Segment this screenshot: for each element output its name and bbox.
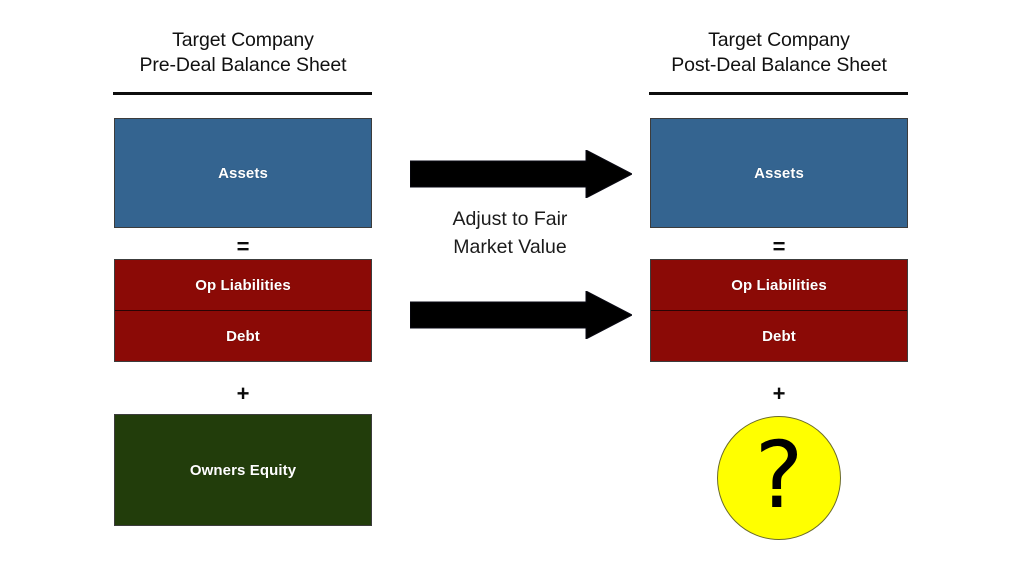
post-deal-title: Target Company Post-Deal Balance Sheet xyxy=(649,28,909,78)
pre-deal-equals-symbol: = xyxy=(236,234,250,259)
adjust-arrow-bottom xyxy=(410,291,632,339)
post-deal-liabilities-stack: Op Liabilities Debt xyxy=(650,259,908,362)
arrow-right-icon xyxy=(410,291,632,339)
pre-deal-title: Target Company Pre-Deal Balance Sheet xyxy=(113,28,373,78)
pre-deal-plus-symbol: + xyxy=(236,381,250,406)
post-deal-op-liabilities-label: Op Liabilities xyxy=(731,276,827,294)
post-deal-title-line1: Target Company xyxy=(708,29,850,51)
post-deal-debt-label: Debt xyxy=(762,327,796,345)
adjust-caption: Adjust to Fair Market Value xyxy=(380,205,640,261)
pre-deal-owners-equity-label: Owners Equity xyxy=(189,461,297,479)
pre-deal-title-line2: Pre-Deal Balance Sheet xyxy=(139,54,347,76)
pre-deal-owners-equity-box: Owners Equity xyxy=(114,414,372,526)
pre-deal-debt-cell: Debt xyxy=(115,310,371,361)
adjust-caption-line2: Market Value xyxy=(453,236,567,258)
post-deal-title-line2: Post-Deal Balance Sheet xyxy=(671,54,887,76)
pre-deal-title-underline xyxy=(113,92,372,95)
post-deal-equals-symbol: = xyxy=(772,234,786,259)
pre-deal-liabilities-stack: Op Liabilities Debt xyxy=(114,259,372,362)
pre-deal-assets-box: Assets xyxy=(114,118,372,228)
post-deal-op-liabilities-cell: Op Liabilities xyxy=(651,260,907,310)
post-deal-debt-cell: Debt xyxy=(651,310,907,361)
pre-deal-op-liabilities-label: Op Liabilities xyxy=(195,276,291,294)
arrow-right-icon xyxy=(410,150,632,198)
adjust-caption-line1: Adjust to Fair xyxy=(452,208,568,230)
pre-deal-assets-label: Assets xyxy=(218,165,268,182)
post-deal-title-underline xyxy=(649,92,908,95)
post-deal-plus-symbol: + xyxy=(772,381,786,406)
adjust-arrow-top xyxy=(410,150,632,198)
pre-deal-debt-label: Debt xyxy=(226,327,260,345)
post-deal-assets-box: Assets xyxy=(650,118,908,228)
post-deal-assets-label: Assets xyxy=(754,165,804,182)
pre-deal-title-line1: Target Company xyxy=(172,29,314,51)
pre-deal-op-liabilities-cell: Op Liabilities xyxy=(115,260,371,310)
question-mark-icon: ? xyxy=(754,422,804,529)
post-deal-unknown-equity-circle: ? xyxy=(717,416,841,540)
